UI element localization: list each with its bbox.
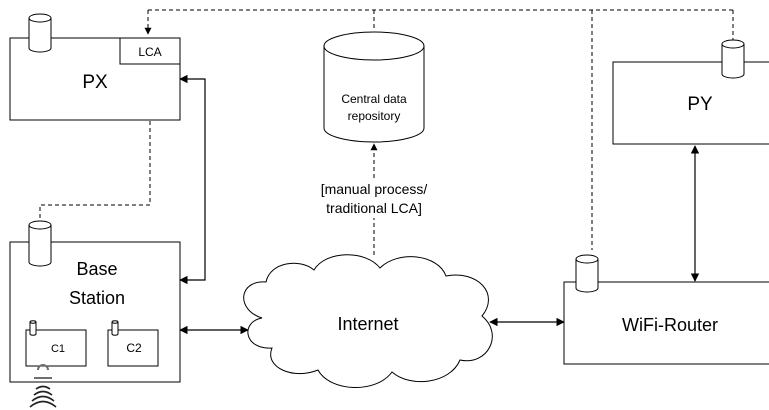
- repository-database-icon: [323, 46, 425, 143]
- base-to-lca-arrow: [39, 63, 154, 225]
- c1-label: C1: [51, 343, 65, 355]
- wifi-signal-icon: [29, 364, 57, 408]
- manual-process-label: [manual process/ traditional LCA]: [297, 180, 451, 218]
- px-database-icon: [28, 13, 52, 53]
- px-base-bidirectional-arrow: [179, 74, 206, 285]
- c1-sensor-icon: [29, 320, 37, 336]
- wifi-router-database-icon: [575, 254, 599, 293]
- repository-label-line1: Central data: [341, 92, 407, 106]
- lca-box: [119, 37, 181, 65]
- internet-label: Internet: [337, 314, 398, 334]
- internet-node: Internet: [243, 254, 493, 388]
- solid-links: [179, 74, 700, 335]
- wifi-router-label: WiFi-Router: [622, 315, 718, 335]
- py-database-icon: [721, 39, 745, 79]
- c2-sensor-icon: [111, 320, 119, 336]
- px-label: PX: [82, 72, 108, 93]
- base-station-database-icon: [28, 220, 52, 267]
- dashed-links: [39, 9, 734, 255]
- repository-node: Central data repository: [323, 31, 425, 143]
- c2-label: C2: [126, 341, 142, 355]
- wifi-router-box: [563, 281, 769, 365]
- base-station-label-line2: Station: [69, 288, 125, 308]
- repository-label-line2: repository: [348, 109, 401, 123]
- c2-box: [107, 329, 159, 367]
- lca-label: LCA: [138, 45, 161, 59]
- c1-box: [25, 329, 87, 367]
- base-station-node: Base Station C1 C2: [9, 220, 181, 408]
- wifi-router-node: WiFi-Router: [563, 254, 769, 365]
- py-label: PY: [687, 94, 713, 115]
- px-node: PX LCA: [9, 13, 181, 121]
- base-station-label-line1: Base: [76, 259, 117, 279]
- manual-process-line1: [manual process/: [321, 181, 428, 197]
- internet-cloud-icon: [243, 254, 493, 388]
- manual-process-line2: traditional LCA]: [326, 200, 422, 216]
- py-node: PY: [612, 39, 769, 145]
